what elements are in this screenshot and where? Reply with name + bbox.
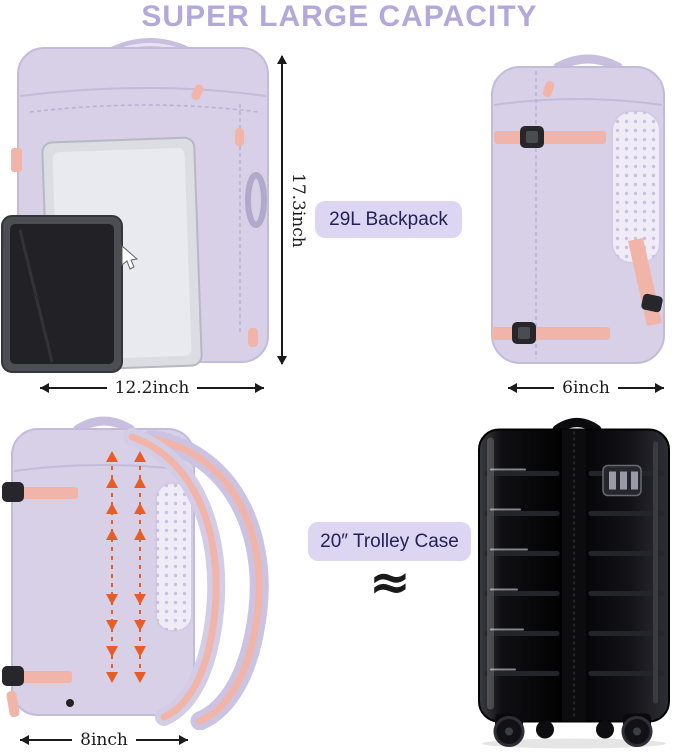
trolley-case-label: 20″ Trolley Case [320, 530, 459, 552]
compression-strap-left-top [2, 482, 78, 502]
backpack-front-illustration [0, 32, 300, 377]
approximately-equal-symbol: ≈ [369, 553, 411, 611]
shoulder-straps [123, 428, 269, 730]
dimension-arrow-left [20, 739, 73, 741]
backpack-expanded-illustration [0, 408, 295, 730]
top-handle-icon [552, 418, 602, 434]
expansion-arrows-icon [106, 451, 146, 683]
dimension-width: 12.2inch [40, 378, 264, 398]
buckle-strap-top [494, 126, 606, 148]
tsa-lock-icon [602, 464, 642, 497]
compression-strap-left-bottom [2, 666, 72, 718]
wheels [493, 713, 653, 747]
depth-value: 6inch [562, 378, 610, 398]
dimension-arrow-left [508, 387, 555, 389]
dimension-arrow-right [617, 387, 665, 389]
top-handle-icon [553, 54, 623, 72]
top-handle-icon [73, 416, 135, 434]
backpack-side-illustration [478, 45, 678, 375]
height-value: 17.3inch [287, 172, 308, 248]
backpack-capacity-badge: 29L Backpack [315, 201, 462, 238]
dimension-height: 17.3inch [281, 56, 308, 364]
buckle-strap-bottom [492, 322, 610, 344]
backpack-capacity-label: 29L Backpack [329, 208, 448, 230]
page-title: SUPER LARGE CAPACITY [141, 0, 538, 33]
dimension-expanded-depth: 8inch [20, 730, 189, 750]
dimension-arrow-right [197, 387, 264, 389]
dimension-arrow-vertical [281, 56, 283, 364]
side-handle-icon [245, 172, 267, 228]
expanded-depth-value: 8inch [80, 730, 128, 750]
tablet-image [1, 215, 123, 373]
dimension-arrow-right [135, 739, 189, 741]
dimension-depth: 6inch [508, 378, 665, 398]
width-value: 12.2inch [114, 378, 190, 398]
trolley-case-illustration [465, 414, 679, 752]
dimension-arrow-left [40, 387, 107, 389]
cursor-icon [121, 244, 139, 270]
hanging-strap [628, 238, 663, 326]
trolley-case-badge: 20″ Trolley Case [308, 522, 471, 561]
